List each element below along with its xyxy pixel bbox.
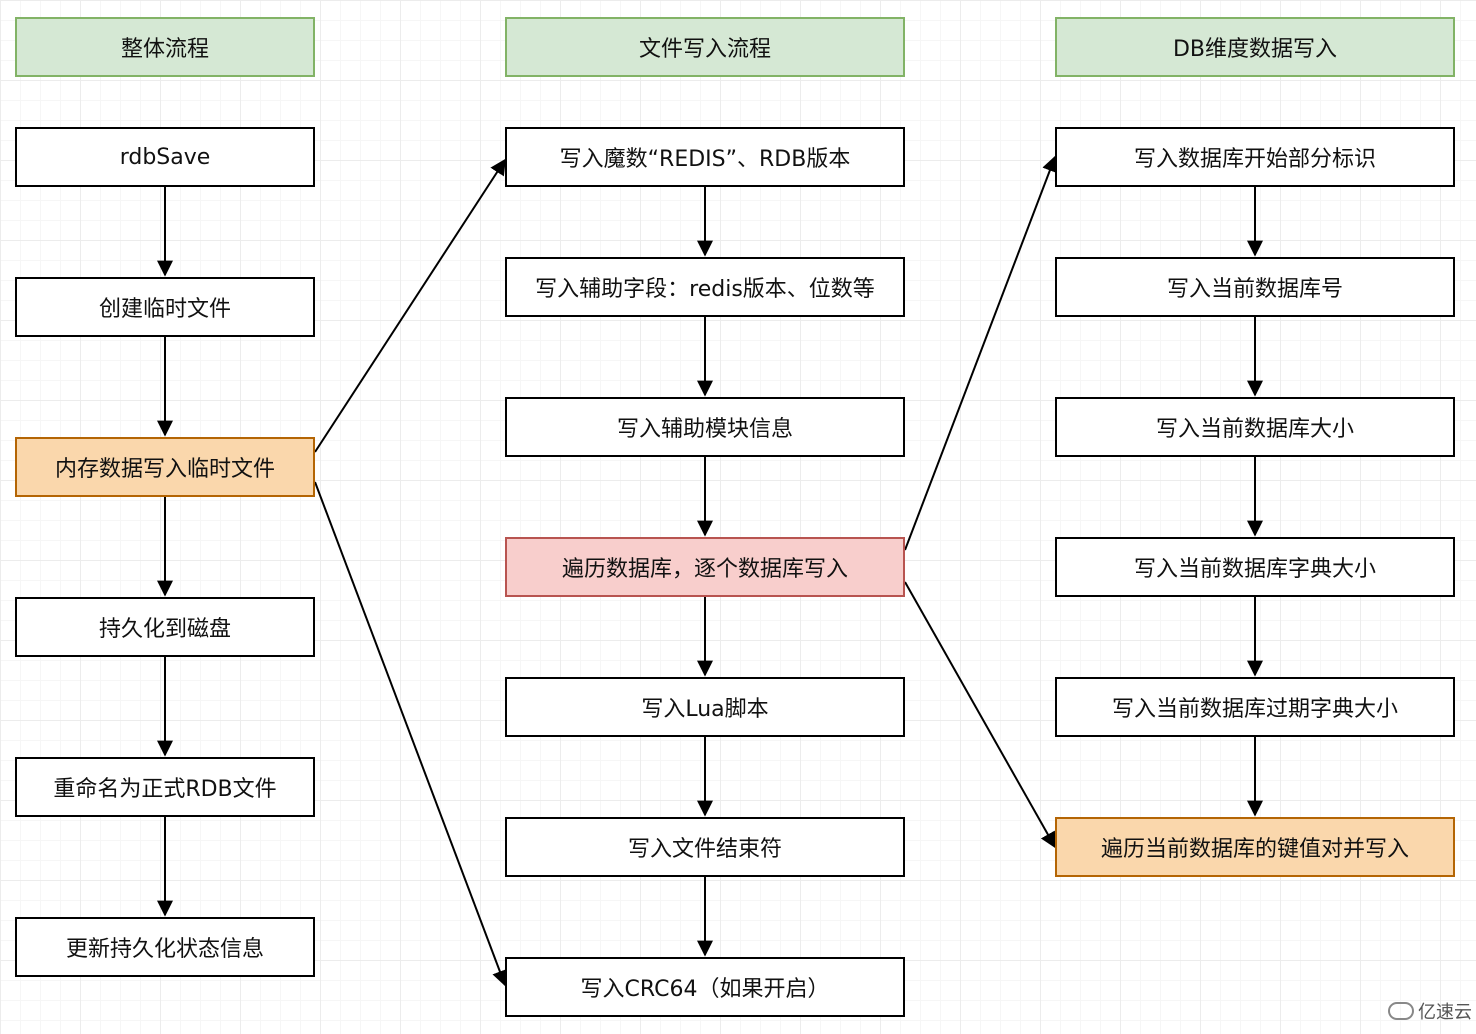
header-db-write: DB维度数据写入 xyxy=(1055,17,1455,77)
watermark-text: 亿速云 xyxy=(1418,1002,1472,1023)
watermark: 亿速云 xyxy=(1388,998,1472,1024)
step-write-expire-dict-size: 写入当前数据库过期字典大小 xyxy=(1055,677,1455,737)
step-write-eof: 写入文件结束符 xyxy=(505,817,905,877)
step-write-key-values: 遍历当前数据库的键值对并写入 xyxy=(1055,817,1455,877)
step-persist-to-disk: 持久化到磁盘 xyxy=(15,597,315,657)
step-update-status: 更新持久化状态信息 xyxy=(15,917,315,977)
header-overall-flow: 整体流程 xyxy=(15,17,315,77)
step-write-lua-scripts: 写入Lua脚本 xyxy=(505,677,905,737)
header-file-write-flow: 文件写入流程 xyxy=(505,17,905,77)
step-write-magic-version: 写入魔数“REDIS”、RDB版本 xyxy=(505,127,905,187)
step-rdbsave: rdbSave xyxy=(15,127,315,187)
cloud-logo-icon xyxy=(1388,1002,1414,1020)
step-write-aux-modules: 写入辅助模块信息 xyxy=(505,397,905,457)
step-write-aux-fields: 写入辅助字段：redis版本、位数等 xyxy=(505,257,905,317)
step-rename-to-rdb: 重命名为正式RDB文件 xyxy=(15,757,315,817)
step-write-db-number: 写入当前数据库号 xyxy=(1055,257,1455,317)
arrow-write-memory-to-magic xyxy=(314,158,506,453)
step-write-crc64: 写入CRC64（如果开启） xyxy=(505,957,905,1017)
arrow-traverse-to-kv xyxy=(904,581,1056,849)
step-traverse-databases: 遍历数据库，逐个数据库写入 xyxy=(505,537,905,597)
step-write-dict-size: 写入当前数据库字典大小 xyxy=(1055,537,1455,597)
step-create-temp-file: 创建临时文件 xyxy=(15,277,315,337)
step-write-db-start: 写入数据库开始部分标识 xyxy=(1055,127,1455,187)
step-write-memory-to-temp: 内存数据写入临时文件 xyxy=(15,437,315,497)
arrow-write-memory-to-crc xyxy=(314,481,508,987)
step-write-db-size: 写入当前数据库大小 xyxy=(1055,397,1455,457)
arrow-traverse-to-db-start xyxy=(904,155,1058,551)
